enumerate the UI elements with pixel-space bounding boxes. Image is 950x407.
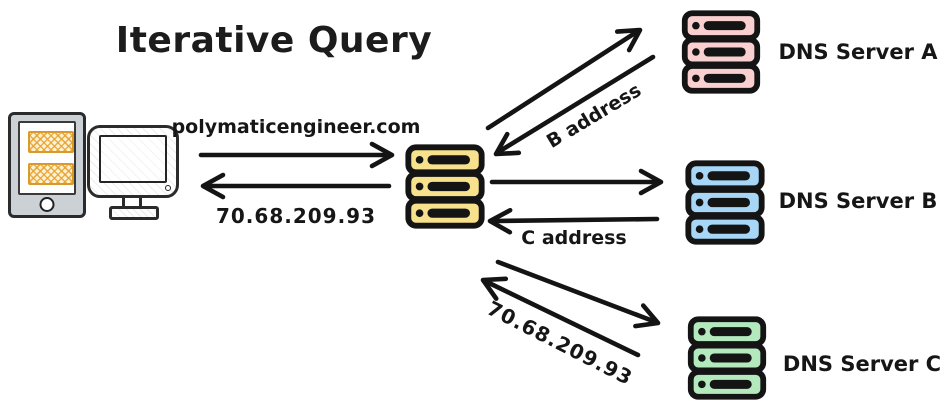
resolver-server-icon (405, 144, 485, 229)
tablet-content-block (28, 131, 74, 153)
label-query-domain: polymaticengineer.com (171, 116, 421, 138)
page-title: Iterative Query (115, 20, 433, 61)
dns-server-c-icon (686, 316, 768, 400)
monitor-screen (99, 135, 167, 183)
arrow-query-to-server-a (485, 27, 643, 131)
monitor-stand-base (109, 206, 159, 220)
tablet-icon (8, 112, 86, 218)
arrow-response-from-server-a (493, 54, 656, 157)
dns-server-b-fill (688, 163, 761, 241)
dns-server-c-fill (691, 319, 763, 396)
tablet-screen (18, 121, 76, 195)
arrow-response-to-client (200, 172, 392, 200)
dns-server-b-icon (684, 160, 766, 245)
label-c-address: C address (521, 227, 627, 249)
arrow-query-to-server-b (489, 168, 664, 196)
monitor-power-led-icon (165, 185, 171, 191)
label-response-ip: 70.68.209.93 (215, 204, 377, 228)
label-dns-server-c: DNS Server C (782, 352, 942, 376)
label-dns-server-b: DNS Server B (778, 189, 938, 213)
label-dns-server-a: DNS Server A (778, 40, 938, 64)
arrow-query-to-resolver (198, 141, 395, 169)
dns-server-a-icon (680, 10, 762, 94)
monitor-icon (87, 125, 179, 198)
dns-server-a-fill (685, 13, 757, 90)
label-b-address: B address (542, 79, 646, 153)
resolver-server-fill (408, 147, 481, 225)
tablet-content-block (28, 163, 74, 185)
label-c-response-ip: 70.68.209.93 (483, 295, 637, 391)
tablet-home-button-icon (39, 197, 55, 212)
